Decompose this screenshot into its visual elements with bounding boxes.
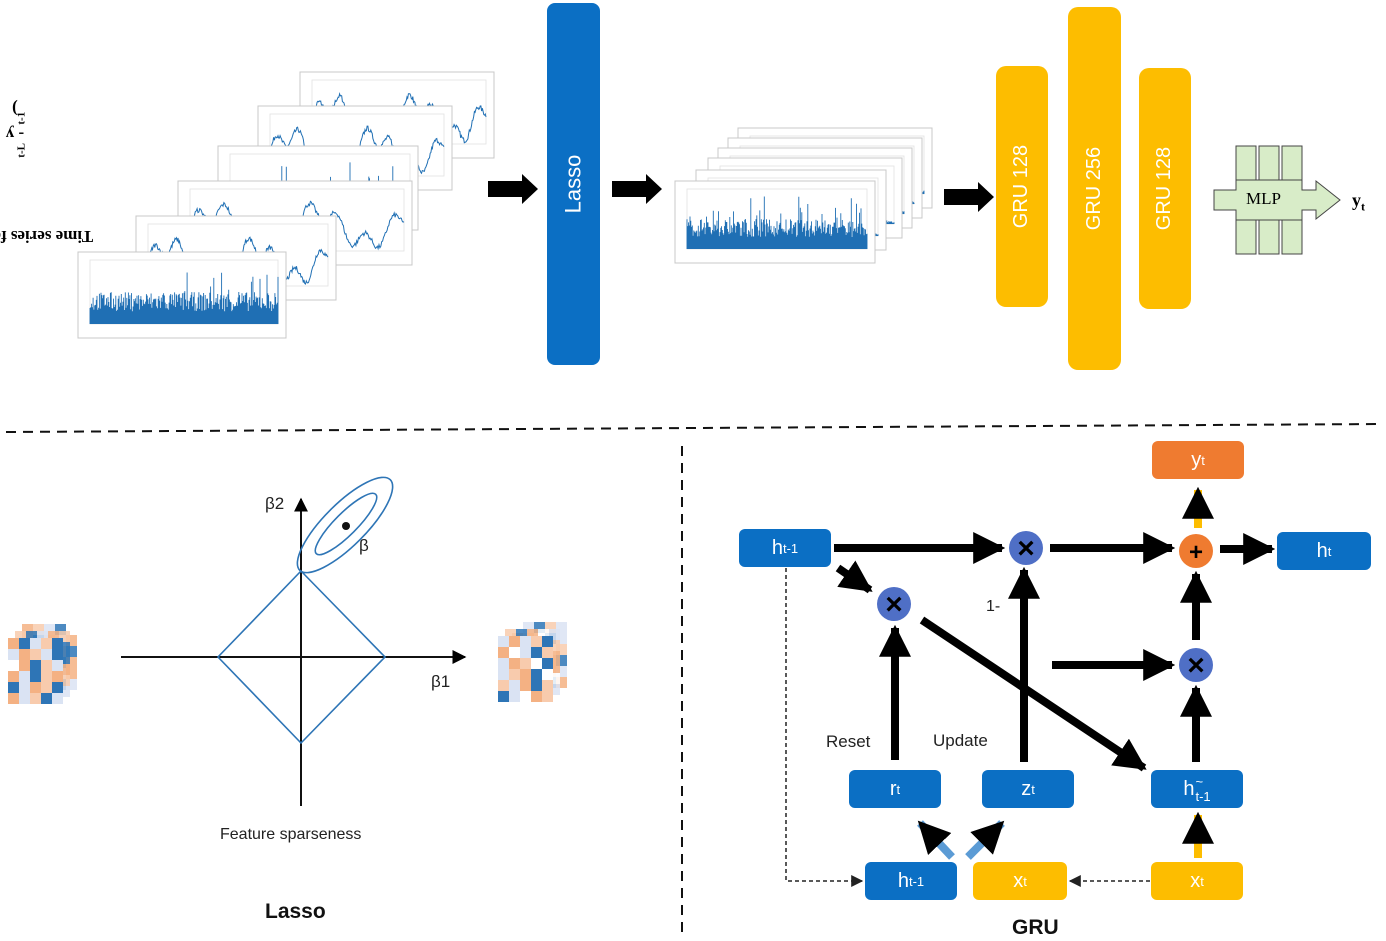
gru-candidate-state: h~t-1 [1151, 770, 1243, 808]
flow-arrows [488, 174, 994, 212]
one-minus-label: 1- [986, 598, 1001, 615]
lasso-plot [121, 476, 467, 806]
beta-point [342, 522, 350, 530]
model-output-label: yt [1352, 190, 1365, 214]
multiply-candidate-symbol: × [1187, 649, 1205, 682]
beta1-axis-label: β1 [431, 672, 451, 691]
multiply-reset-op [877, 587, 911, 621]
gru-layer-1: GRU 128 [996, 66, 1048, 307]
contour-inner [314, 492, 378, 556]
multiply-update-symbol: × [1017, 532, 1035, 565]
arrow-to-gru [944, 182, 994, 212]
gru-layer-2: GRU 256 [1068, 7, 1121, 370]
lasso-output-stack [674, 127, 933, 264]
gru-operators: × × × + [877, 531, 1213, 682]
multiply-update-op [1009, 531, 1043, 565]
input-plot-frame [77, 251, 287, 339]
add-symbol: + [1189, 539, 1203, 566]
multiply-reset-symbol: × [885, 588, 903, 621]
multiply-candidate-op [1179, 648, 1213, 682]
gru-layer-3: GRU 128 [1139, 68, 1191, 309]
update-label: Update [933, 731, 988, 750]
sparse-feature-cube [498, 622, 567, 702]
timeseries-axis-label: Time series feature (yt-L- yt-1) [0, 99, 94, 246]
lasso-caption: Feature sparseness [220, 826, 362, 843]
add-op [1179, 534, 1213, 568]
reset-label: Reset [826, 732, 871, 751]
beta2-axis-label: β2 [265, 494, 285, 513]
input-timeseries-stack [77, 71, 495, 339]
beta-point-label: β [359, 536, 369, 555]
lasso-title: Lasso [265, 900, 326, 923]
arrow-to-lasso [488, 174, 538, 204]
gru-connections [785, 486, 1276, 887]
horizontal-separator [5, 423, 1383, 433]
contour-outer [296, 476, 394, 574]
gru-title: GRU [1012, 916, 1059, 939]
input-feature-cube [8, 624, 77, 704]
lasso-block: Lasso [547, 3, 600, 365]
selected-plot-frame [674, 180, 876, 264]
arrow-from-lasso [612, 174, 662, 204]
mlp-arrow-shape [1213, 179, 1341, 221]
mlp-label: MLP [1246, 189, 1281, 208]
mlp-block [1213, 145, 1341, 255]
l1-diamond [216, 569, 387, 745]
